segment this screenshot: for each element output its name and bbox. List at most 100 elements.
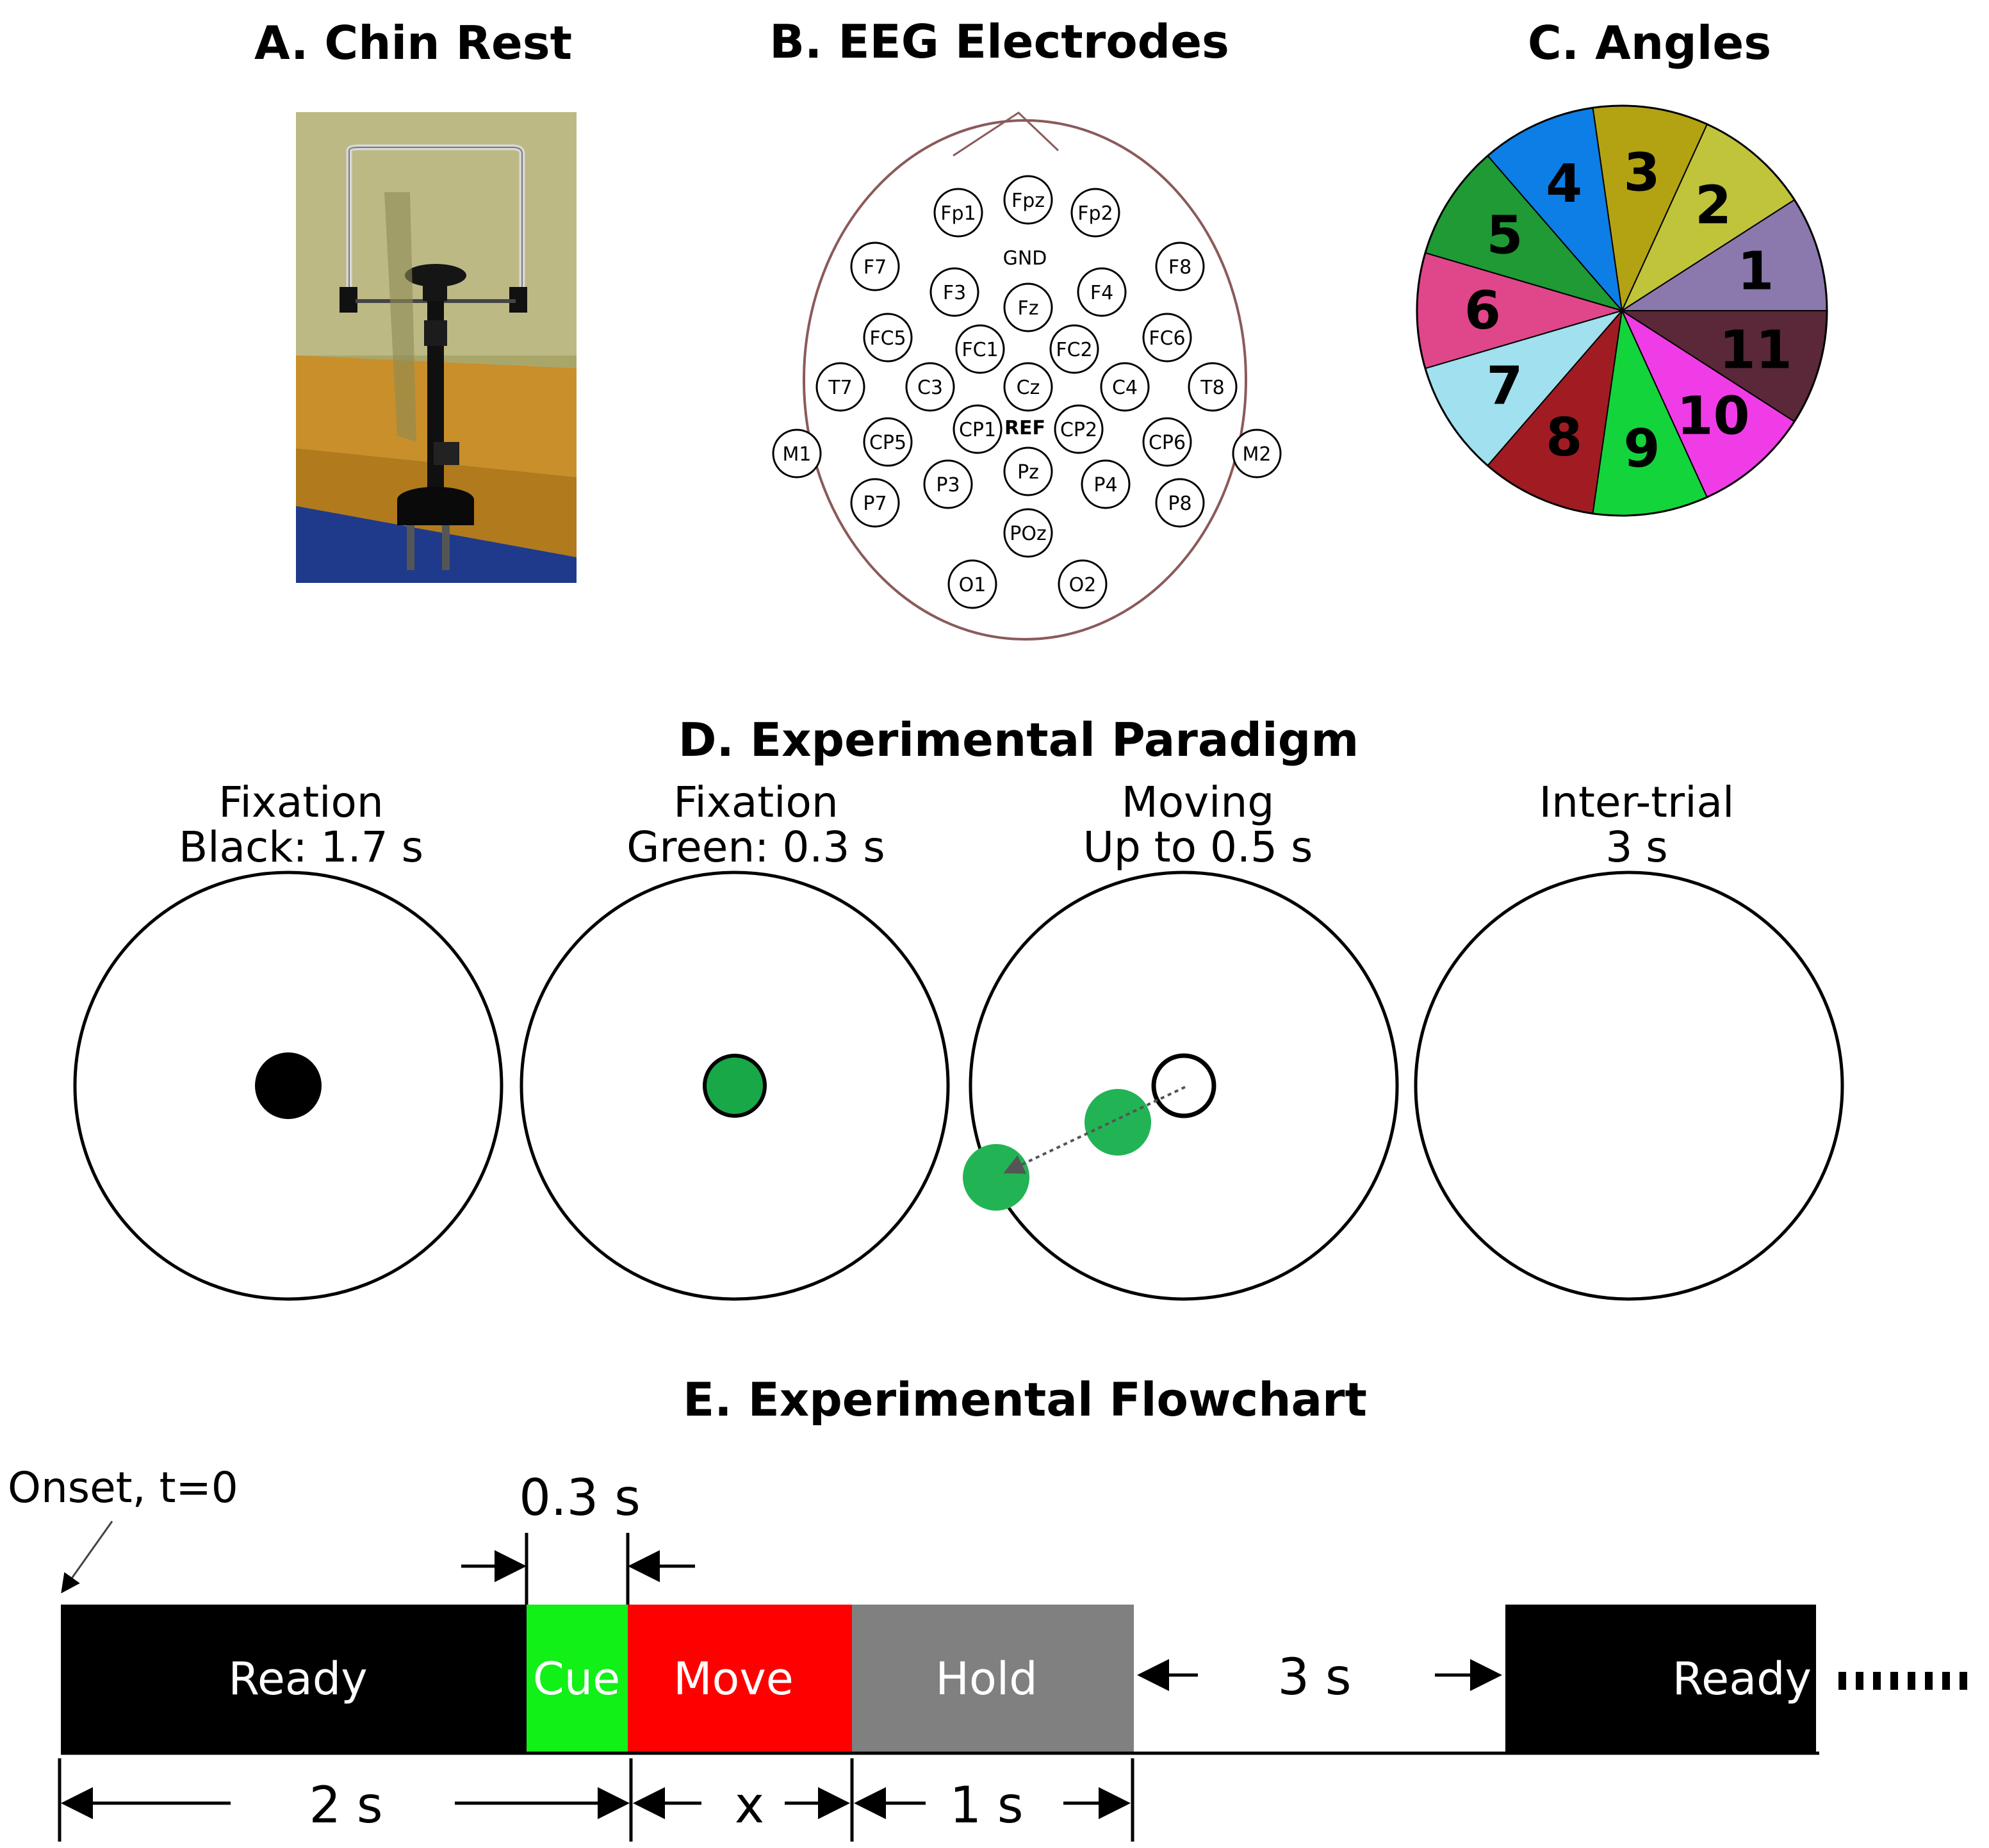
paradigm-step-4: Inter-trial 3 s bbox=[1414, 778, 1844, 1301]
electrode-label-cp2: CP2 bbox=[1060, 419, 1097, 441]
angle-label-11: 11 bbox=[1719, 320, 1792, 380]
electrode-label-fpz: Fpz bbox=[1011, 190, 1045, 212]
block-cue bbox=[527, 1605, 628, 1752]
electrode-p4 bbox=[1081, 459, 1131, 509]
electrode-cp5 bbox=[863, 417, 913, 467]
electrode-fc1 bbox=[955, 324, 1005, 374]
angles-pie-outline bbox=[1416, 104, 1828, 517]
electrode-label-fp2: Fp2 bbox=[1077, 202, 1113, 225]
electrode-t7 bbox=[815, 362, 865, 412]
block-ready-1 bbox=[61, 1605, 527, 1752]
block-cue-label: Cue bbox=[533, 1653, 620, 1705]
electrode-label-p8: P8 bbox=[1168, 493, 1191, 515]
electrode-label-fc1: FC1 bbox=[962, 339, 998, 361]
angle-label-5: 5 bbox=[1486, 205, 1523, 266]
angle-label-9: 9 bbox=[1623, 418, 1660, 479]
electrode-label-c4: C4 bbox=[1112, 377, 1138, 399]
paradigm-step-2: Fixation Green: 0.3 s bbox=[520, 778, 950, 1301]
electrode-f4 bbox=[1077, 267, 1127, 317]
move-duration-label: x bbox=[735, 1777, 764, 1835]
electrode-p7 bbox=[850, 478, 900, 528]
electrode-label-cp1: CP1 bbox=[959, 419, 996, 441]
electrode-label-fp1: Fp1 bbox=[940, 202, 976, 225]
chin-rest-photo bbox=[296, 112, 577, 583]
electrode-o1 bbox=[947, 559, 997, 609]
electrode-label-fc6: FC6 bbox=[1149, 327, 1185, 350]
step-1-line-2: Black: 1.7 s bbox=[179, 822, 423, 872]
angle-label-4: 4 bbox=[1546, 154, 1582, 215]
onset-pointer bbox=[61, 1521, 113, 1594]
electrode-f3 bbox=[929, 267, 979, 317]
hold-duration-label: 1 s bbox=[949, 1777, 1023, 1835]
ready-duration-label: 2 s bbox=[309, 1777, 382, 1835]
electrode-label-p3: P3 bbox=[936, 474, 960, 496]
electrode-fpz bbox=[1003, 175, 1053, 225]
gap-duration-label: 3 s bbox=[1277, 1649, 1351, 1706]
electrode-label-o2: O2 bbox=[1069, 574, 1097, 596]
panel-e-title: E. Experimental Flowchart bbox=[683, 1373, 1367, 1427]
block-hold-label: Hold bbox=[935, 1653, 1037, 1705]
panel-d-title: D. Experimental Paradigm bbox=[678, 713, 1359, 767]
electrode-fc2 bbox=[1049, 324, 1099, 374]
electrode-label-cp5: CP5 bbox=[869, 432, 906, 454]
step-4-line-2: 3 s bbox=[1605, 822, 1667, 872]
step-3-line-2: Up to 0.5 s bbox=[1083, 822, 1313, 872]
electrode-p8 bbox=[1155, 478, 1205, 528]
angle-label-1: 1 bbox=[1737, 241, 1774, 302]
electrode-label-t8: T8 bbox=[1200, 377, 1224, 399]
electrode-label-fz: Fz bbox=[1017, 297, 1038, 320]
electrode-label-cp6: CP6 bbox=[1149, 432, 1186, 454]
panel-a-title: A. Chin Rest bbox=[254, 16, 572, 70]
electrode-t8 bbox=[1188, 362, 1238, 412]
head-outline bbox=[803, 119, 1247, 641]
electrode-m2 bbox=[1232, 429, 1282, 478]
paradigm-step-3: Moving Up to 0.5 s bbox=[963, 778, 1399, 1301]
moving-dot-target bbox=[963, 1144, 1029, 1211]
electrode-label-cz: Cz bbox=[1017, 377, 1040, 399]
panel-b-title: B. EEG Electrodes bbox=[769, 15, 1229, 69]
angle-label-7: 7 bbox=[1486, 356, 1523, 417]
movement-path-arrow bbox=[1003, 1086, 1186, 1174]
electrode-m1 bbox=[772, 429, 822, 478]
electrode-p3 bbox=[923, 459, 973, 509]
block-move-label: Move bbox=[673, 1653, 794, 1705]
electrode-label-pz: Pz bbox=[1017, 461, 1039, 484]
onset-label: Onset, t=0 bbox=[8, 1463, 238, 1512]
step-4-line-1: Inter-trial bbox=[1539, 778, 1735, 827]
electrode-f7 bbox=[850, 241, 900, 291]
step-2-line-2: Green: 0.3 s bbox=[626, 822, 885, 872]
electrode-label-p7: P7 bbox=[863, 493, 887, 515]
fixation-dot-black bbox=[255, 1052, 322, 1119]
step-3-line-1: Moving bbox=[1122, 778, 1274, 827]
paradigm-step-1: Fixation Black: 1.7 s bbox=[73, 778, 503, 1301]
electrode-fp1 bbox=[933, 188, 983, 238]
electrode-c3 bbox=[905, 362, 955, 412]
block-hold bbox=[852, 1605, 1134, 1752]
electrode-o2 bbox=[1058, 559, 1108, 609]
electrode-poz bbox=[1003, 508, 1053, 558]
electrode-fc5 bbox=[863, 313, 913, 363]
panel-c-title: C. Angles bbox=[1528, 16, 1771, 70]
fixation-dot-green bbox=[703, 1054, 767, 1118]
electrode-fc6 bbox=[1142, 313, 1192, 363]
electrode-cp6 bbox=[1142, 417, 1192, 467]
electrode-label-t7: T7 bbox=[828, 377, 852, 399]
electrode-label-m2: M2 bbox=[1243, 443, 1272, 466]
step-1-line-1: Fixation bbox=[218, 778, 383, 827]
reference-label: REF bbox=[1004, 417, 1045, 439]
angle-label-2: 2 bbox=[1695, 176, 1731, 236]
electrode-label-fc5: FC5 bbox=[869, 327, 906, 350]
electrode-c4 bbox=[1100, 362, 1150, 412]
angle-label-6: 6 bbox=[1464, 281, 1501, 341]
electrode-label-f7: F7 bbox=[864, 256, 887, 279]
moving-dot-midway bbox=[1085, 1089, 1151, 1156]
electrode-label-m1: M1 bbox=[783, 443, 812, 466]
electrode-cz bbox=[1003, 362, 1053, 412]
electrode-label-f3: F3 bbox=[943, 282, 966, 304]
start-position-circle bbox=[1151, 1053, 1216, 1118]
electrode-fz bbox=[1003, 282, 1053, 332]
